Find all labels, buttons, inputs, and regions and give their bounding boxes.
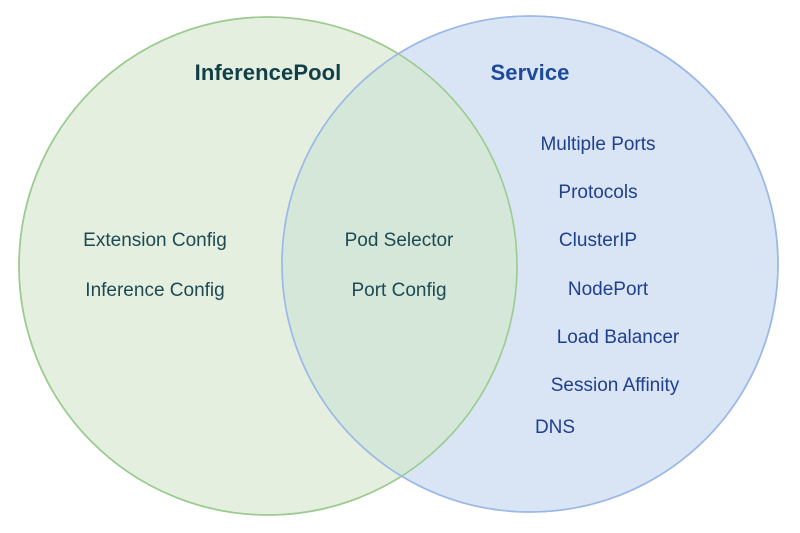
circle-intersection-region	[282, 17, 517, 512]
circle-inference-pool-outline	[18, 16, 518, 516]
circle-service-outline	[281, 15, 779, 513]
